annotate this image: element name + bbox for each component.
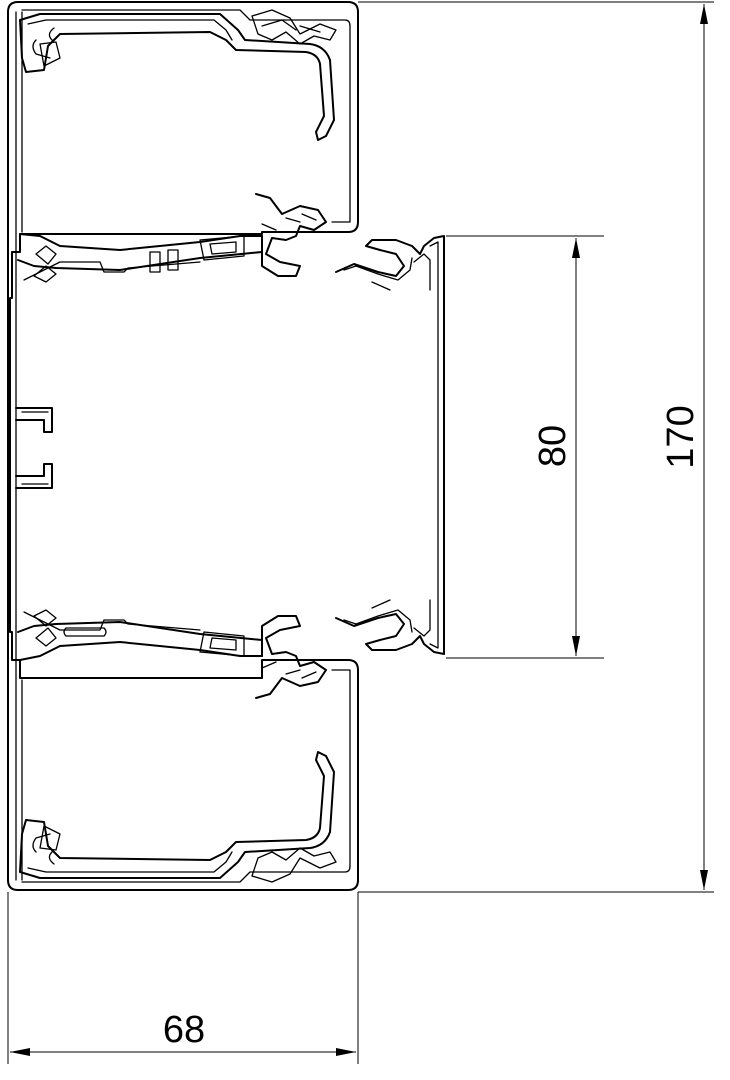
lower-separator-assembly: [17, 609, 327, 699]
upper-cover-clip: [19, 9, 337, 141]
dimension-lines: [7, 1, 714, 1064]
arrow-bottom-80: [572, 636, 580, 656]
device-cover: [335, 235, 445, 655]
profile-outer-contour: [7, 1, 359, 891]
upper-chamber-inner: [21, 9, 351, 223]
dimension-label-opening-height: 80: [532, 425, 574, 467]
arrow-top-170: [700, 4, 708, 24]
dimension-label-total-height: 170: [660, 405, 702, 468]
upper-separator-assembly: [17, 193, 327, 283]
lower-chamber-inner: [21, 669, 351, 883]
dimension-label-width: 68: [163, 1009, 205, 1051]
base-wall-inner-line: [15, 11, 23, 881]
arrow-right-68: [336, 1048, 356, 1056]
trunking-profile: [7, 1, 359, 891]
arrow-left-68: [10, 1048, 30, 1056]
lower-cover-clip: [19, 751, 337, 883]
arrow-top-80: [572, 238, 580, 258]
base-mounting-rib: [15, 407, 53, 489]
arrow-bottom-170: [700, 870, 708, 890]
